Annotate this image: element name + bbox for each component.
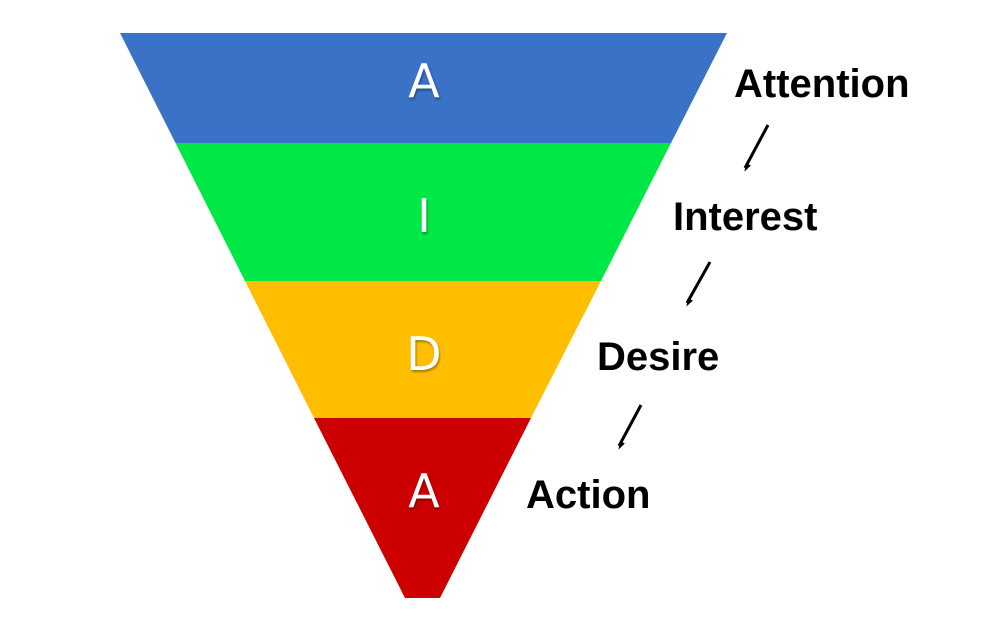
- letter-attention: A: [408, 54, 440, 108]
- label-attention: Attention: [734, 62, 910, 106]
- letter-desire: D: [406, 327, 441, 381]
- funnel-band-action: [314, 418, 531, 598]
- letter-interest: I: [417, 189, 431, 243]
- funnel-band-interest: [175, 143, 671, 281]
- arrow-icon: [617, 404, 643, 446]
- letter-action: A: [408, 464, 440, 518]
- funnel-band-attention: [120, 33, 727, 143]
- label-interest: Interest: [673, 195, 818, 239]
- arrow-icon: [685, 261, 712, 303]
- funnel-band-desire: [245, 281, 601, 418]
- label-desire: Desire: [597, 335, 719, 379]
- label-action: Action: [526, 473, 650, 517]
- arrow-icon: [743, 124, 770, 168]
